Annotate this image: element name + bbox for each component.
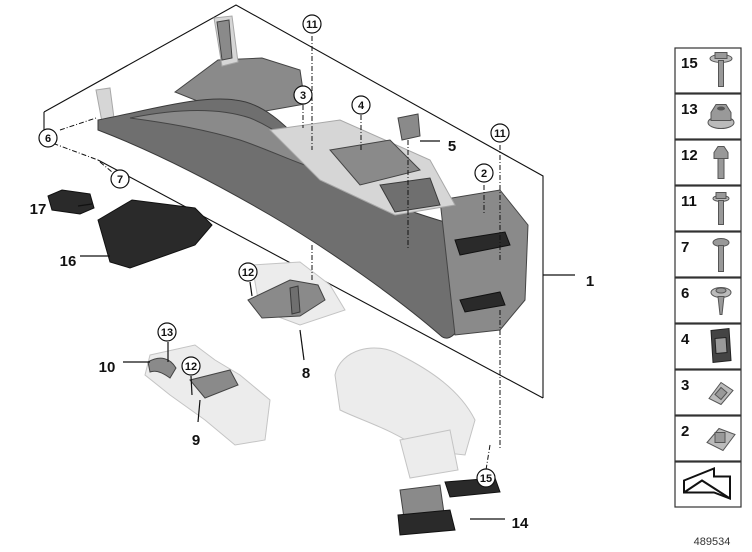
legend-cell (674, 47, 742, 94)
legend-item-label: 6 (681, 285, 689, 302)
rubber-pad (47, 189, 95, 215)
callout-12-lower-ring (181, 356, 201, 376)
callout-7-ring (110, 169, 130, 189)
legend-item (674, 461, 742, 508)
callout-15-ring (476, 468, 496, 488)
support-bracket-10 (147, 357, 177, 379)
callout-7-label: 7 (117, 174, 123, 186)
legend-item: 4 (674, 323, 742, 370)
legend-item: 15 (674, 47, 742, 94)
legend-item: 11 (674, 185, 742, 232)
legend-item-label: 15 (681, 55, 698, 72)
callout-10-label: 10 (99, 359, 116, 376)
legend-item-label: 7 (681, 239, 689, 256)
callout-9: 9 (192, 432, 200, 449)
legend-item: 7 (674, 231, 742, 278)
callout-6-label: 6 (45, 133, 51, 145)
callout-12-upper-label: 12 (242, 267, 254, 279)
leader-lines (77, 140, 575, 520)
callout-15: 15 (476, 468, 496, 488)
center-console (95, 15, 529, 339)
fastener-legend: 15 13 12 11 7 6 4 3 2 (674, 47, 742, 508)
callout-14: 14 (512, 515, 529, 532)
callout-1: 1 (586, 273, 594, 290)
callout-8: 8 (302, 365, 310, 382)
legend-cell (674, 231, 742, 278)
storage-mat (97, 199, 213, 269)
legend-item: 6 (674, 277, 742, 324)
callout-6-ring (38, 128, 58, 148)
callout-13-ring (157, 322, 177, 342)
legend-cell (674, 277, 742, 324)
air-duct-rear (334, 347, 476, 479)
self-tapping-screw-icon (710, 287, 732, 315)
legend-item-label: 11 (681, 193, 697, 210)
callout-1-label: 1 (586, 273, 594, 290)
speed-nut-icon (708, 381, 734, 406)
callout-5-label: 5 (448, 138, 456, 155)
document-number: 489534 (694, 536, 731, 548)
legend-item-label: 4 (681, 331, 690, 348)
callout-3: 3 (293, 85, 313, 105)
callout-3-ring (293, 85, 313, 105)
support-bracket-9 (189, 369, 239, 399)
callout-11-right: 11 (490, 123, 510, 143)
callout-13-label: 13 (161, 327, 173, 339)
legend-item-label: 3 (681, 377, 689, 394)
callout-2-label: 2 (481, 168, 487, 180)
callout-5: 5 (448, 138, 456, 155)
hex-nut-with-collar-icon (707, 104, 735, 129)
callout-16: 16 (60, 253, 77, 270)
clip-nut-icon (706, 427, 736, 452)
callout-12-upper: 12 (238, 262, 258, 282)
callout-9-label: 9 (192, 432, 200, 449)
callout-14-label: 14 (512, 515, 529, 532)
callout-13: 13 (157, 322, 177, 342)
callout-10: 10 (99, 359, 116, 376)
legend-cell (674, 185, 742, 232)
legend-item: 12 (674, 139, 742, 186)
screw-with-washer-icon (709, 52, 733, 87)
legend-item-label: 13 (681, 101, 698, 118)
installation-direction-arrow-icon (683, 467, 731, 500)
callout-17-label: 17 (30, 201, 47, 218)
callout-17: 17 (30, 201, 47, 218)
round-head-screw-icon (712, 238, 730, 272)
legend-item: 3 (674, 369, 742, 416)
callout-4: 4 (351, 95, 371, 115)
hex-flange-screw-icon (712, 192, 730, 225)
legend-item-label: 12 (681, 147, 698, 164)
callout-11-top-ring (302, 14, 322, 34)
callout-4-label: 4 (358, 100, 365, 112)
callout-11-top-label: 11 (306, 19, 318, 31)
callout-11-right-ring (490, 123, 510, 143)
callout-4-ring (351, 95, 371, 115)
callout-2-ring (474, 163, 494, 183)
callout-2: 2 (474, 163, 494, 183)
callout-12-lower: 12 (181, 356, 201, 376)
legend-cell (674, 139, 742, 186)
callout-11-top: 11 (302, 14, 322, 34)
callout-8-label: 8 (302, 365, 310, 382)
callout-15-label: 15 (480, 473, 492, 485)
callout-11-right-label: 11 (494, 128, 506, 140)
spring-clip-icon (710, 327, 732, 364)
hex-bolt-icon (713, 146, 729, 179)
callout-6: 6 (38, 128, 58, 148)
vent-part-14 (397, 477, 501, 536)
legend-item-label: 2 (681, 423, 689, 440)
callout-12-upper-ring (238, 262, 258, 282)
legend-item: 2 (674, 415, 742, 462)
legend-item: 13 (674, 93, 742, 140)
support-bracket-8 (247, 279, 326, 319)
callout-3-label: 3 (300, 90, 306, 102)
callout-7: 7 (110, 169, 130, 189)
callout-16-label: 16 (60, 253, 77, 270)
callout-12-lower-label: 12 (185, 361, 197, 373)
